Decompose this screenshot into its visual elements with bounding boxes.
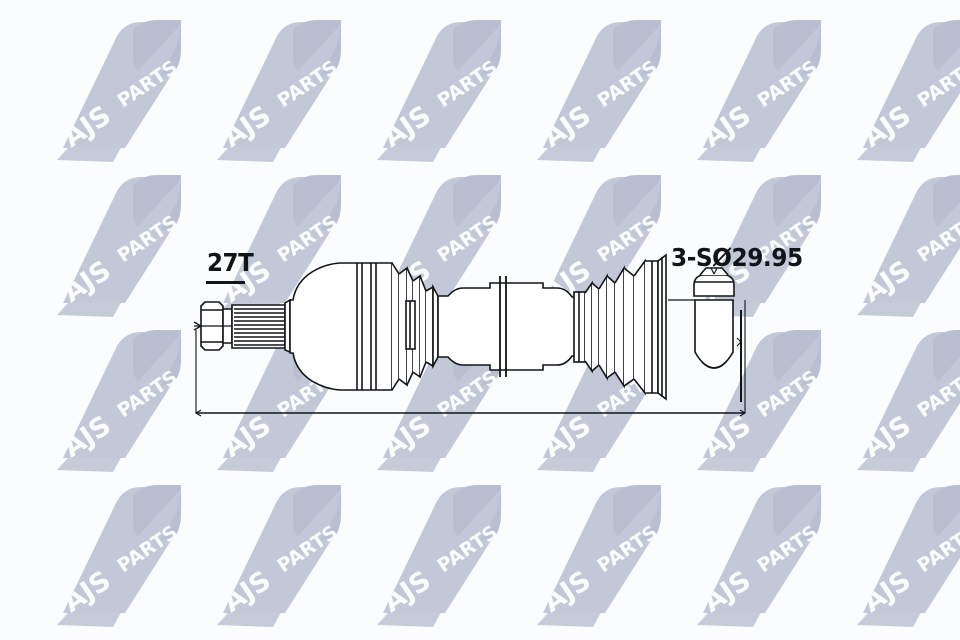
splined-stub-shaft [231,298,291,354]
shaft-diameter-label: 3-SØ29.95 [671,243,803,272]
tripod-tulip-housing [668,267,742,402]
intermediate-shaft [437,276,579,377]
dimension-line-group [194,300,747,417]
hex-nut [193,301,233,351]
inner-cv-boot [573,253,667,401]
spline-teeth-underline [206,281,245,284]
spline-teeth-label: 27T [207,248,254,277]
